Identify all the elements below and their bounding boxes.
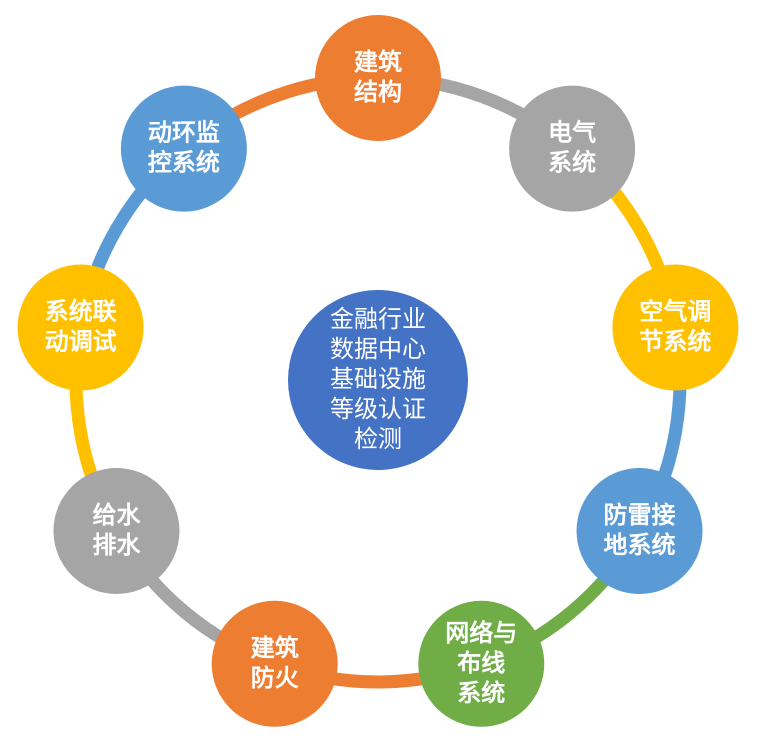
label-line: 节系统 xyxy=(639,328,711,356)
node-circle xyxy=(612,264,739,391)
label-line: 系统联 xyxy=(45,298,117,326)
node-label: 系统联动调试 xyxy=(45,298,117,356)
node-label: 建筑结构 xyxy=(354,48,402,106)
node-env-monitoring: 动环监控系统 xyxy=(120,85,247,212)
node-fire-protection: 建筑防火 xyxy=(211,600,338,727)
label-line: 防火 xyxy=(251,664,299,692)
node-label: 给水排水 xyxy=(92,501,141,559)
node-building-structure: 建筑结构 xyxy=(315,15,441,141)
node-water: 给水排水 xyxy=(53,468,180,594)
node-label: 电气系统 xyxy=(548,119,596,177)
label-line: 空气调 xyxy=(639,298,711,326)
center-node: 金融行业数据中心基础设施等级认证检测 xyxy=(288,290,468,470)
label-line: 建筑 xyxy=(354,48,402,76)
node-label: 动环监控系统 xyxy=(148,119,220,177)
node-circle xyxy=(17,264,144,391)
label-line: 电气 xyxy=(548,119,596,147)
node-circle xyxy=(315,15,441,141)
label-line: 金融行业 xyxy=(330,305,426,333)
label-line: 等级认证 xyxy=(330,395,426,423)
node-label: 网络与布线系统 xyxy=(445,619,517,707)
label-line: 地系统 xyxy=(604,531,676,559)
node-lightning: 防雷接地系统 xyxy=(576,468,703,594)
label-line: 动环监 xyxy=(148,119,220,147)
label-line: 排水 xyxy=(92,531,141,559)
node-network-cabling: 网络与布线系统 xyxy=(418,600,545,727)
label-line: 检测 xyxy=(354,425,402,453)
node-electrical: 电气系统 xyxy=(509,85,636,212)
label-line: 结构 xyxy=(354,78,402,106)
center-label: 金融行业数据中心基础设施等级认证检测 xyxy=(330,305,426,453)
label-line: 网络与 xyxy=(445,619,517,647)
label-line: 系统 xyxy=(457,679,505,707)
outer-nodes: 建筑结构电气系统空气调节系统防雷接地系统网络与布线系统建筑防火给水排水系统联动调… xyxy=(17,15,739,727)
label-line: 系统 xyxy=(548,149,596,177)
node-label: 建筑防火 xyxy=(251,634,299,692)
label-line: 防雷接 xyxy=(604,501,676,529)
label-line: 控系统 xyxy=(148,149,220,177)
label-line: 布线 xyxy=(457,649,505,677)
node-circle xyxy=(53,468,180,594)
label-line: 给水 xyxy=(92,501,141,529)
node-circle xyxy=(418,600,545,727)
node-circle xyxy=(576,468,703,594)
center-circle xyxy=(288,290,468,470)
label-line: 数据中心 xyxy=(330,335,426,363)
node-label: 空气调节系统 xyxy=(639,298,711,356)
node-system-commissioning: 系统联动调试 xyxy=(17,264,144,391)
node-circle xyxy=(120,85,247,212)
node-circle xyxy=(509,85,636,212)
label-line: 基础设施 xyxy=(330,365,426,393)
node-label: 防雷接地系统 xyxy=(604,501,676,559)
node-hvac: 空气调节系统 xyxy=(612,264,739,391)
node-circle xyxy=(211,600,338,727)
label-line: 建筑 xyxy=(251,634,299,662)
label-line: 动调试 xyxy=(45,328,117,356)
